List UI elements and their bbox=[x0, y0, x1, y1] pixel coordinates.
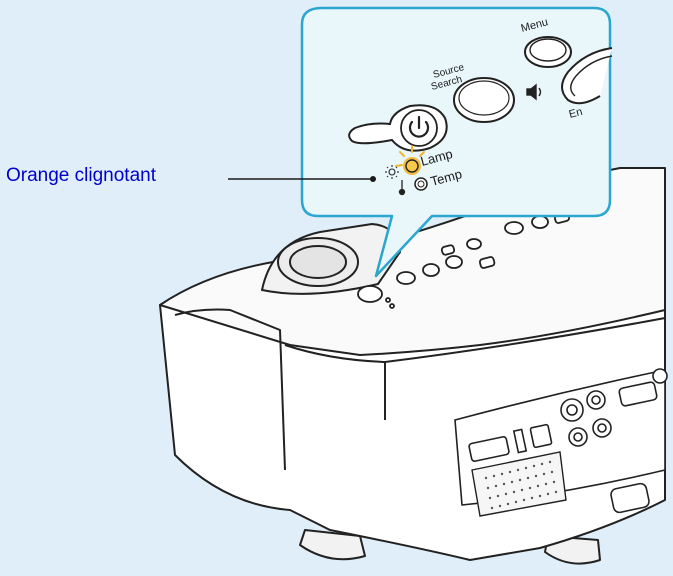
port-misc bbox=[652, 368, 668, 384]
menu-button bbox=[524, 36, 572, 68]
speaker-grille bbox=[471, 451, 567, 517]
temp-indicator bbox=[414, 177, 428, 191]
connector-ports bbox=[468, 368, 668, 514]
projector-foot bbox=[299, 529, 366, 561]
top-button bbox=[445, 255, 463, 269]
lamp-blink-rays bbox=[395, 145, 425, 167]
top-button bbox=[478, 256, 496, 269]
lens-ring bbox=[289, 245, 347, 279]
blink-status-label: Orange clignotant bbox=[6, 165, 156, 186]
temp-indicator-inner bbox=[417, 180, 425, 188]
menu-button-inner bbox=[529, 38, 567, 62]
top-button bbox=[357, 285, 383, 303]
source-search-button-inner bbox=[458, 80, 510, 116]
front-ridge bbox=[284, 344, 386, 420]
callout-bubble bbox=[300, 6, 612, 278]
top-edge bbox=[384, 317, 666, 363]
top-button bbox=[440, 244, 456, 256]
leader-dot bbox=[370, 176, 376, 182]
port-vga bbox=[618, 381, 658, 407]
front-face bbox=[174, 308, 286, 471]
top-button bbox=[422, 263, 440, 277]
top-button bbox=[396, 271, 416, 285]
port-audio-inner bbox=[566, 404, 578, 416]
lamp-indicator bbox=[405, 159, 419, 173]
speaker-icon bbox=[526, 83, 542, 101]
top-button bbox=[504, 221, 524, 235]
thermometer-icon bbox=[398, 180, 406, 196]
top-button bbox=[466, 238, 482, 250]
power-icon bbox=[408, 115, 430, 138]
port-rca-inner bbox=[573, 432, 583, 442]
enter-button-inner bbox=[570, 55, 613, 97]
port-rca-inner bbox=[597, 423, 607, 433]
port-hdmi bbox=[468, 436, 510, 462]
top-button bbox=[531, 215, 549, 229]
enter-label: En bbox=[568, 106, 584, 121]
top-led bbox=[389, 303, 395, 309]
enter-button bbox=[561, 47, 613, 105]
top-led bbox=[385, 297, 391, 303]
port-usb bbox=[512, 428, 528, 454]
port-rca-inner bbox=[591, 395, 601, 405]
callout-panel-content: Menu En Source Search bbox=[348, 16, 613, 196]
port-usb-b bbox=[529, 423, 553, 449]
port-power bbox=[610, 482, 650, 514]
sun-icon bbox=[385, 165, 399, 179]
